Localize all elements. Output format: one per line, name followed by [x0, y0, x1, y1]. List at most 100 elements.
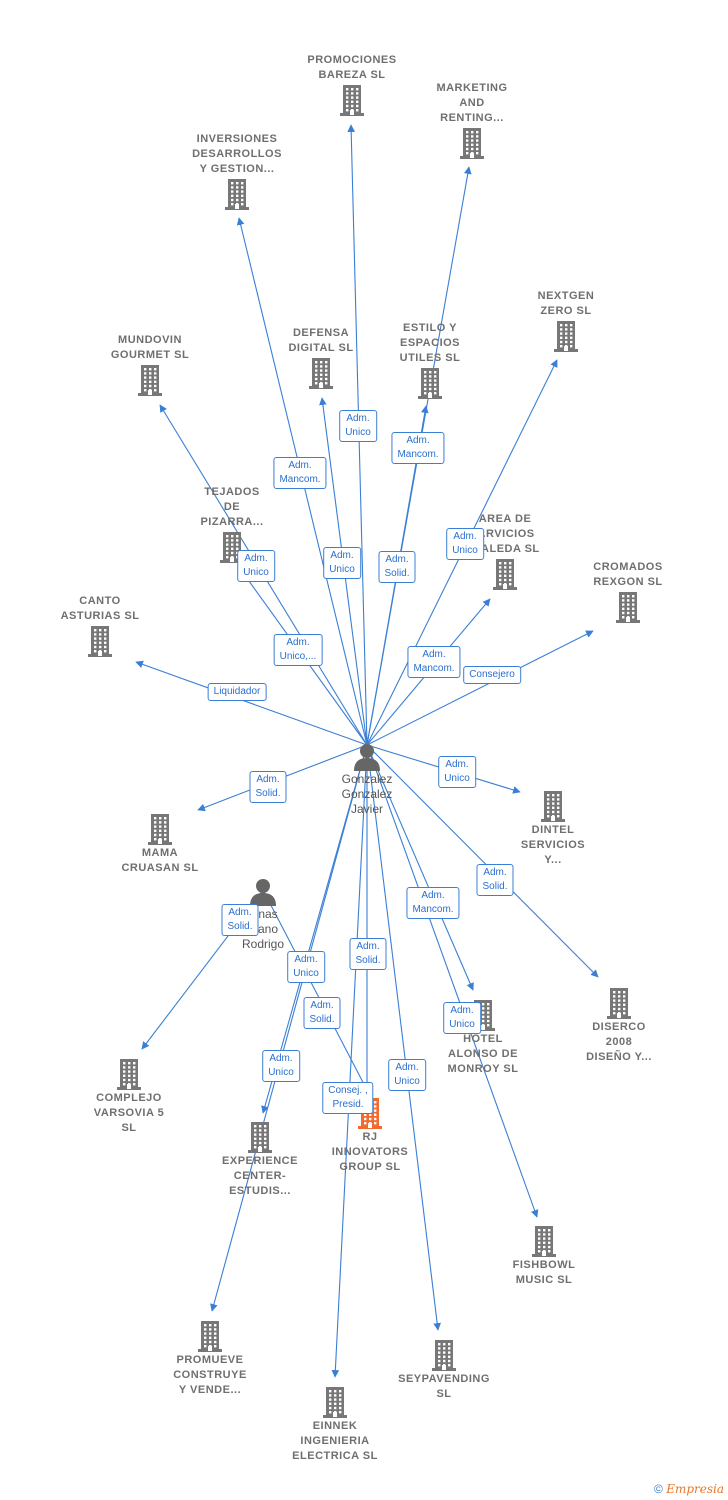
- building-icon: [489, 1224, 599, 1258]
- company-label: PROMUEVE CONSTRUYE Y VENDE...: [173, 1354, 247, 1396]
- edge-label[interactable]: Adm. Solid.: [476, 864, 514, 896]
- edge-label[interactable]: Adm. Unico: [287, 951, 325, 983]
- company-label: COMPLEJO VARSOVIA 5 SL: [93, 1092, 165, 1134]
- edge-label[interactable]: Adm. Solid.: [249, 771, 287, 803]
- company-node[interactable]: DINTEL SERVICIOS Y...: [498, 789, 608, 868]
- company-label: FISHBOWL MUSIC SL: [512, 1259, 576, 1286]
- edge-p1-c14: [366, 744, 599, 978]
- company-label: ESTILO Y ESPACIOS UTILES SL: [399, 322, 461, 364]
- company-node[interactable]: PROMUEVE CONSTRUYE Y VENDE...: [155, 1319, 265, 1398]
- company-label: MUNDOVIN GOURMET SL: [110, 334, 190, 361]
- building-icon: [297, 83, 407, 117]
- company-node[interactable]: FISHBOWL MUSIC SL: [489, 1224, 599, 1288]
- building-icon: [155, 1319, 265, 1353]
- person-icon: [218, 877, 308, 907]
- edge-label[interactable]: Adm. Unico: [323, 547, 361, 579]
- person-icon: [322, 742, 412, 772]
- company-label: TEJADOS DE PIZARRA...: [200, 486, 264, 528]
- building-icon: [266, 356, 376, 390]
- company-label: EINNEK INGENIERIA ELECTRICA SL: [292, 1420, 378, 1462]
- building-icon: [389, 1338, 499, 1372]
- company-label: PROMOCIONES BAREZA SL: [307, 54, 397, 81]
- edge-label[interactable]: Adm. Unico: [262, 1050, 300, 1082]
- edge-label[interactable]: Adm. Unico: [237, 550, 275, 582]
- company-node[interactable]: CANTO ASTURIAS SL: [45, 594, 155, 658]
- company-node[interactable]: CROMADOS REXGON SL: [573, 560, 683, 624]
- edge-label[interactable]: Adm. Solid.: [349, 938, 387, 970]
- building-icon: [177, 530, 287, 564]
- edge-p2-c18: [262, 889, 368, 1091]
- company-node[interactable]: MUNDOVIN GOURMET SL: [95, 333, 205, 397]
- edge-label[interactable]: Consejero: [463, 666, 521, 684]
- company-node[interactable]: EINNEK INGENIERIA ELECTRICA SL: [280, 1385, 390, 1464]
- building-icon: [182, 177, 292, 211]
- company-node[interactable]: HOTEL ALONSO DE MONROY SL: [428, 998, 538, 1077]
- building-icon: [280, 1385, 390, 1419]
- footer-brand[interactable]: © Empresia: [654, 1482, 724, 1496]
- company-node[interactable]: DEFENSA DIGITAL SL: [266, 326, 376, 390]
- company-node[interactable]: ESTILO Y ESPACIOS UTILES SL: [375, 321, 485, 400]
- edge-label[interactable]: Adm. Mancom.: [406, 887, 460, 919]
- person-node[interactable]: Gonzalez Gonzalez Javier: [322, 742, 412, 817]
- company-label: MARKETING AND RENTING...: [436, 82, 508, 124]
- company-label: HOTEL ALONSO DE MONROY SL: [447, 1033, 519, 1075]
- company-label: CANTO ASTURIAS SL: [60, 595, 140, 622]
- edge-label[interactable]: Adm. Mancom.: [273, 457, 327, 489]
- building-icon: [573, 590, 683, 624]
- company-node[interactable]: MARKETING AND RENTING...: [417, 81, 527, 160]
- company-node[interactable]: TEJADOS DE PIZARRA...: [177, 485, 287, 564]
- company-label: NEXTGEN ZERO SL: [537, 290, 595, 317]
- building-icon: [498, 789, 608, 823]
- edge-label[interactable]: Adm. Mancom.: [407, 646, 461, 678]
- edge-label[interactable]: Adm. Unico: [446, 528, 484, 560]
- building-icon: [74, 1057, 184, 1091]
- company-label: EXPERIENCE CENTER- ESTUDIS...: [222, 1155, 298, 1197]
- company-node[interactable]: PROMOCIONES BAREZA SL: [297, 53, 407, 117]
- company-node[interactable]: EXPERIENCE CENTER- ESTUDIS...: [205, 1120, 315, 1199]
- edge-p1-c19: [366, 744, 539, 1218]
- person-label: Gonzalez Gonzalez Javier: [341, 772, 393, 816]
- building-icon: [45, 624, 155, 658]
- edge-label[interactable]: Liquidador: [207, 683, 267, 701]
- edge-label[interactable]: Adm. Unico: [438, 756, 476, 788]
- edge-label[interactable]: Adm. Unico: [443, 1002, 481, 1034]
- edge-p1-c15: [366, 744, 474, 991]
- company-node[interactable]: NEXTGEN ZERO SL: [511, 289, 621, 353]
- building-icon: [105, 812, 215, 846]
- empresia-logo: Empresia: [666, 1482, 724, 1496]
- company-node[interactable]: SEYPAVENDING SL: [389, 1338, 499, 1402]
- company-node[interactable]: INVERSIONES DESARROLLOS Y GESTION...: [182, 132, 292, 211]
- edge-label[interactable]: Adm. Unico: [339, 410, 377, 442]
- edge-p1-c21: [366, 744, 441, 1331]
- edge-label[interactable]: Adm. Unico: [388, 1059, 426, 1091]
- company-node[interactable]: DISERCO 2008 DISEÑO Y...: [564, 986, 674, 1065]
- building-icon: [205, 1120, 315, 1154]
- company-label: SEYPAVENDING SL: [398, 1373, 490, 1400]
- company-label: MAMA CRUASAN SL: [121, 847, 199, 874]
- company-node[interactable]: MAMA CRUASAN SL: [105, 812, 215, 876]
- building-icon: [95, 363, 205, 397]
- building-icon: [375, 366, 485, 400]
- edge-label[interactable]: Adm. Unico,...: [273, 634, 323, 666]
- edge-p1-c10: [366, 630, 594, 746]
- edge-p1-c20: [210, 744, 368, 1312]
- company-label: CROMADOS REXGON SL: [593, 561, 663, 588]
- building-icon: [564, 986, 674, 1020]
- edge-label[interactable]: Consej. , Presid.: [322, 1082, 374, 1114]
- company-label: DINTEL SERVICIOS Y...: [520, 824, 586, 866]
- edge-p1-c11: [135, 660, 368, 746]
- edge-label[interactable]: Adm. Solid.: [221, 904, 259, 936]
- company-label: DISERCO 2008 DISEÑO Y...: [586, 1021, 652, 1063]
- company-node[interactable]: COMPLEJO VARSOVIA 5 SL: [74, 1057, 184, 1136]
- company-label: RJ INNOVATORS GROUP SL: [331, 1131, 409, 1173]
- edge-label[interactable]: Adm. Solid.: [303, 997, 341, 1029]
- company-label: INVERSIONES DESARROLLOS Y GESTION...: [192, 133, 282, 175]
- edge-p1-c22: [331, 744, 368, 1378]
- copyright-symbol: ©: [654, 1482, 663, 1496]
- building-icon: [511, 319, 621, 353]
- building-icon: [450, 557, 560, 591]
- edge-label[interactable]: Adm. Mancom.: [391, 432, 445, 464]
- edge-label[interactable]: Adm. Solid.: [378, 551, 416, 583]
- building-icon: [417, 126, 527, 160]
- company-label: DEFENSA DIGITAL SL: [288, 327, 354, 354]
